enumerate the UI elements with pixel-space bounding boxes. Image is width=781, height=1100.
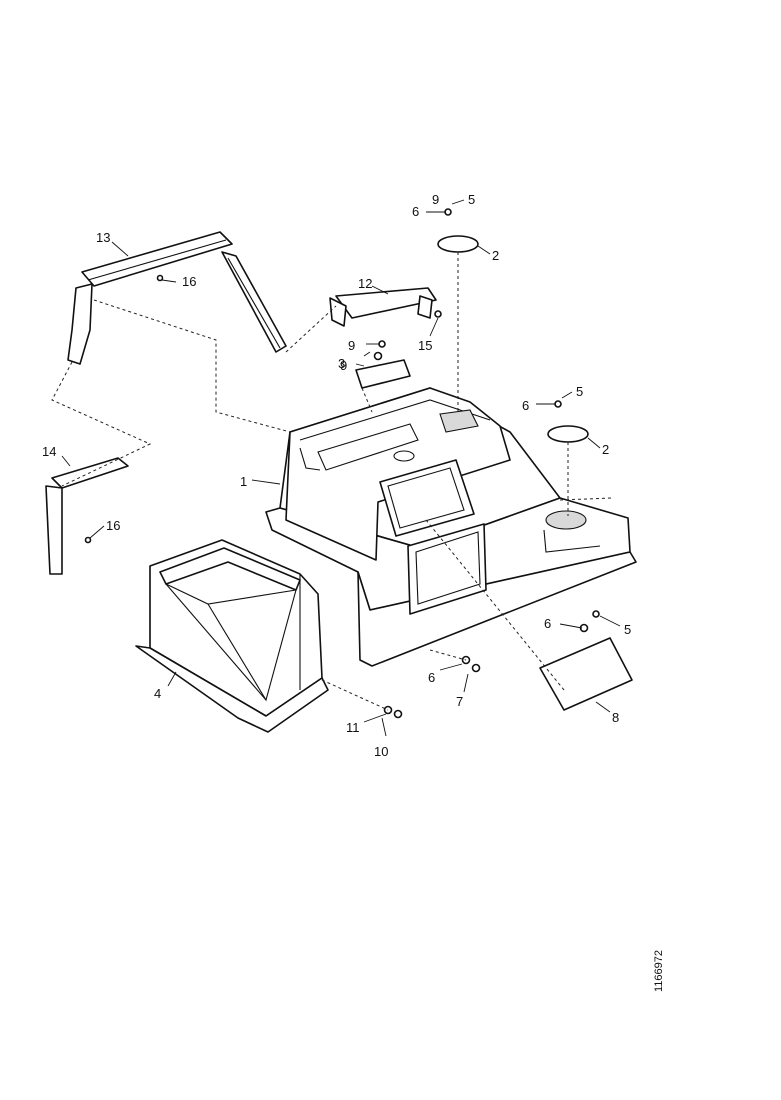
callouts: 1 2 2 3 4 5 5 5 6 6 6 6 7 8 9 9 9 10 11 … xyxy=(42,192,631,759)
callout-16a: 16 xyxy=(182,274,196,289)
part-8-access-panel xyxy=(539,637,633,711)
part-13-upper-frame xyxy=(67,231,287,365)
part-4-lower-box xyxy=(135,539,329,733)
callout-2b: 2 xyxy=(602,442,609,457)
leader-lines xyxy=(61,199,621,737)
callout-13: 13 xyxy=(96,230,110,245)
callout-14: 14 xyxy=(42,444,56,459)
callout-1: 1 xyxy=(240,474,247,489)
assembly-lines xyxy=(51,252,613,711)
callout-4: 4 xyxy=(154,686,161,701)
part-2-round-covers xyxy=(437,235,589,443)
callout-9b: 9 xyxy=(340,358,347,373)
callout-12: 12 xyxy=(358,276,372,291)
callout-11: 11 xyxy=(346,720,360,735)
callout-6b: 6 xyxy=(522,398,529,413)
callout-15: 15 xyxy=(418,338,432,353)
drawing-reference-number: 1166972 xyxy=(653,950,665,992)
part-12-bracket xyxy=(329,287,437,327)
callout-9c: 9 xyxy=(432,192,439,207)
callout-5b: 5 xyxy=(576,384,583,399)
callout-16b: 16 xyxy=(106,518,120,533)
part-3-cover-plate xyxy=(355,359,411,389)
callout-5a: 5 xyxy=(468,192,475,207)
part-1-main-housing xyxy=(265,387,637,667)
callout-8: 8 xyxy=(612,710,619,725)
callout-3: 3 xyxy=(338,356,345,371)
callout-6a: 6 xyxy=(412,204,419,219)
callout-7: 7 xyxy=(456,694,463,709)
callout-5c: 5 xyxy=(624,622,631,637)
callout-6d: 6 xyxy=(428,670,435,685)
callout-2a: 2 xyxy=(492,248,499,263)
callout-10: 10 xyxy=(374,744,388,759)
callout-9a: 9 xyxy=(348,338,355,353)
callout-6c: 6 xyxy=(544,616,551,631)
part-14-side-bracket xyxy=(45,457,129,575)
